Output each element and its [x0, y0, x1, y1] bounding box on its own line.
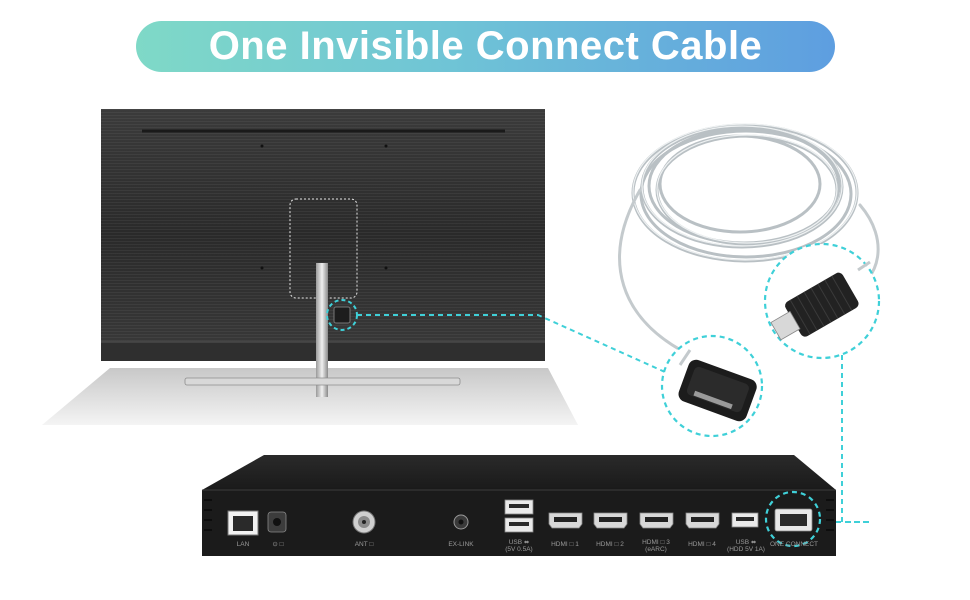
title-banner: One Invisible Connect Cable — [136, 21, 835, 72]
port-label-hdmi-3: HDMI □ 3(eARC) — [642, 539, 670, 553]
tv-floor-shadow — [42, 368, 578, 425]
one-connect-box — [202, 455, 836, 556]
port-label-optical: ⊙ □ — [272, 541, 284, 548]
hdmi-port-4 — [685, 512, 720, 529]
hdmi-port-3 — [639, 512, 674, 529]
port-label-ant: ANT □ — [354, 541, 374, 548]
port-label-ex-link: EX-LINK — [448, 541, 474, 548]
connection-lines — [357, 314, 870, 523]
port-label-usb: USB ⬌(5V 0.5A) — [505, 539, 533, 553]
banner-title: One Invisible Connect Cable — [208, 24, 763, 68]
port-label-hdmi-4: HDMI □ 4 — [688, 541, 716, 548]
tv-stand — [184, 263, 461, 397]
tv-end-connector — [660, 334, 764, 438]
box-end-connector — [763, 242, 881, 360]
port-label-one-connect: ONE CONNECT — [770, 541, 819, 548]
hdmi-port-2 — [593, 512, 628, 529]
coiled-cable — [618, 123, 880, 357]
tv-back-panel — [101, 109, 545, 361]
one-connect-port-highlight — [764, 490, 822, 548]
port-label-hdmi-2: HDMI □ 2 — [596, 541, 624, 548]
port-label-usb-hdd: USB ⬌(HDD 5V 1A) — [727, 539, 765, 553]
port-label-hdmi-1: HDMI □ 1 — [551, 541, 579, 548]
hdmi-port-1 — [548, 512, 583, 529]
port-label-lan: LAN — [236, 541, 250, 548]
